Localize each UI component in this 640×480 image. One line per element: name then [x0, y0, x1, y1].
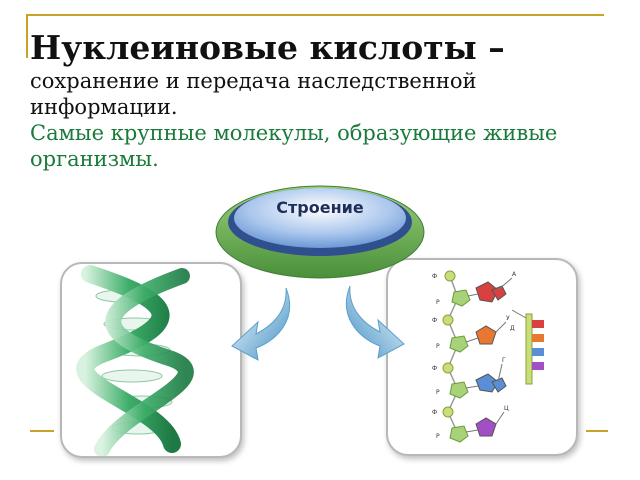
arrow-down-left-icon	[231, 287, 291, 361]
slide-title-line: Нуклеиновые кислоты –	[30, 28, 610, 68]
hub-label: Строение	[276, 198, 364, 217]
label-base-c: Ц	[504, 405, 509, 412]
chain-labels: Ф Р Ф Р Ф Р Ф Р А У Г Ц Д	[432, 271, 517, 440]
label-sugar-2: Р	[436, 343, 440, 350]
sugar-groups	[449, 289, 471, 443]
nucleotide-chain-card: Ф Р Ф Р Ф Р Ф Р А У Г Ц Д	[386, 258, 578, 456]
hub-disk-icon	[215, 185, 425, 279]
nucleotide-chain-illustration: Ф Р Ф Р Ф Р Ф Р А У Г Ц Д	[432, 270, 544, 443]
strand-ladder	[511, 309, 544, 385]
label-strand: Д	[510, 325, 515, 332]
label-sugar-1: Р	[436, 299, 440, 306]
slide-subtitle: сохранение и передача наследственной инф…	[30, 69, 477, 119]
helix-strand-b	[94, 268, 194, 456]
nitrogenous-bases	[475, 281, 507, 437]
label-phosphate-1: Ф	[432, 273, 437, 280]
label-base-g: Г	[502, 357, 506, 364]
slide-title: Нуклеиновые кислоты	[30, 28, 477, 67]
label-phosphate-4: Ф	[432, 409, 437, 416]
phosphate-groups	[442, 270, 456, 418]
double-helix-card	[60, 262, 242, 458]
label-sugar-4: Р	[436, 433, 440, 440]
structure-hub: Строение	[210, 180, 430, 290]
bottom-left-accent-line	[30, 430, 54, 432]
label-phosphate-3: Ф	[432, 365, 437, 372]
label-base-a: А	[512, 271, 517, 278]
label-phosphate-2: Ф	[432, 317, 437, 324]
label-sugar-3: Р	[436, 389, 440, 396]
title-block: Нуклеиновые кислоты – сохранение и перед…	[30, 28, 610, 174]
left-border-line	[26, 14, 28, 58]
top-border-line	[26, 14, 604, 16]
label-base-u: У	[506, 315, 510, 322]
bottom-right-accent-line	[586, 430, 608, 432]
bond-lines	[465, 277, 513, 433]
title-dash: –	[488, 28, 505, 67]
slide-highlight: Самые крупные молекулы, образующие живые…	[30, 121, 558, 171]
arrow-down-right-icon	[345, 285, 405, 359]
double-helix-illustration	[76, 265, 194, 456]
